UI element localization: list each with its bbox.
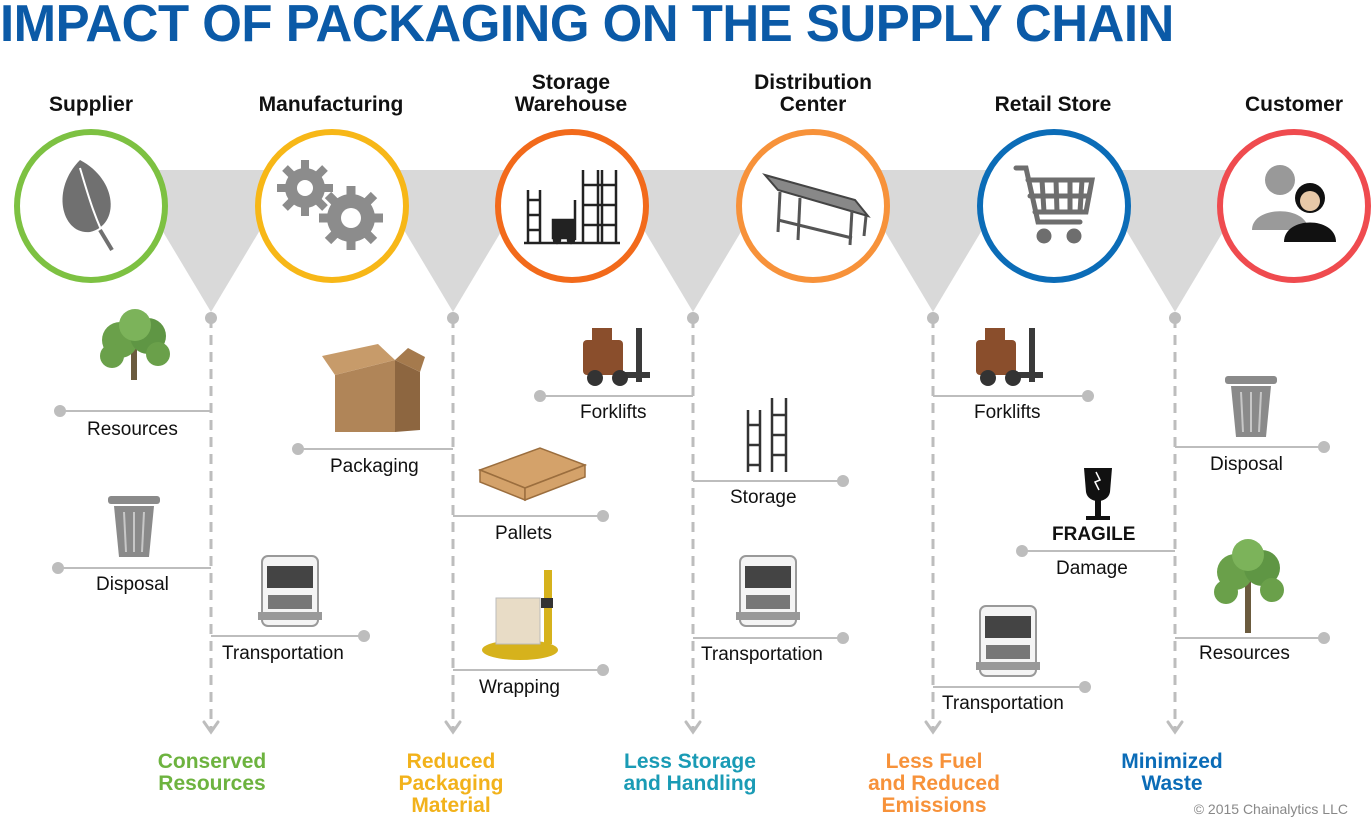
impact-label-pallets: Pallets [495, 523, 553, 544]
trash-can-icon [108, 496, 160, 557]
impact-label-storage: Storage [730, 487, 797, 508]
warehouse-icon [524, 170, 620, 245]
stage-label-manufacturing: Manufacturing [258, 93, 404, 116]
impact-label-resources: Resources [87, 419, 178, 440]
copyright-text: © 2015 Chainalytics LLC [1193, 801, 1348, 817]
impact-label-transportation: Transportation [222, 643, 344, 664]
storage-rack-icon [746, 398, 788, 472]
fragile-glass-icon [1084, 468, 1112, 520]
impact-label-disposal: Disposal [96, 574, 169, 595]
box-icon [322, 344, 425, 432]
stage-circle-storage [495, 129, 649, 283]
impact-label-wrapping: Wrapping [479, 677, 560, 698]
trash-can-icon [1225, 376, 1277, 437]
cart-icon [1013, 165, 1096, 244]
page-title: IMPACT OF PACKAGING ON THE SUPPLY CHAIN [0, 0, 1174, 53]
stage-circle-distribution [736, 129, 890, 283]
tree-icon [1214, 539, 1284, 633]
impact-label-transportation: Transportation [942, 693, 1064, 714]
forklift-icon [976, 328, 1043, 386]
tree-icon [100, 309, 170, 380]
truck-icon [258, 555, 322, 627]
leaf-icon [62, 160, 114, 252]
stage-circle-retail [977, 129, 1131, 283]
impact-label-forklifts: Forklifts [580, 402, 647, 423]
truck-icon [976, 605, 1040, 677]
fragile-text: FRAGILE [1052, 524, 1136, 545]
impact-label-packaging: Packaging [330, 456, 419, 477]
pallet-icon [477, 447, 588, 502]
stage-label-retail: Retail Store [994, 93, 1112, 116]
conveyor-icon [762, 173, 871, 246]
stage-label-supplier: Supplier [48, 93, 133, 116]
stage-circle-customer [1217, 129, 1371, 283]
impact-label-transportation: Transportation [701, 644, 823, 665]
truck-icon [736, 555, 800, 627]
gears-icon [277, 160, 383, 250]
impact-label-disposal: Disposal [1210, 454, 1283, 475]
impact-label-resources: Resources [1199, 643, 1290, 664]
impact-label-forklifts: Forklifts [974, 402, 1041, 423]
impact-label-damage: Damage [1056, 558, 1128, 579]
stage-label-customer: Customer [1244, 93, 1344, 116]
people-icon [1252, 165, 1336, 242]
forklift-icon [583, 328, 650, 386]
wrapping-machine-icon [482, 570, 558, 660]
